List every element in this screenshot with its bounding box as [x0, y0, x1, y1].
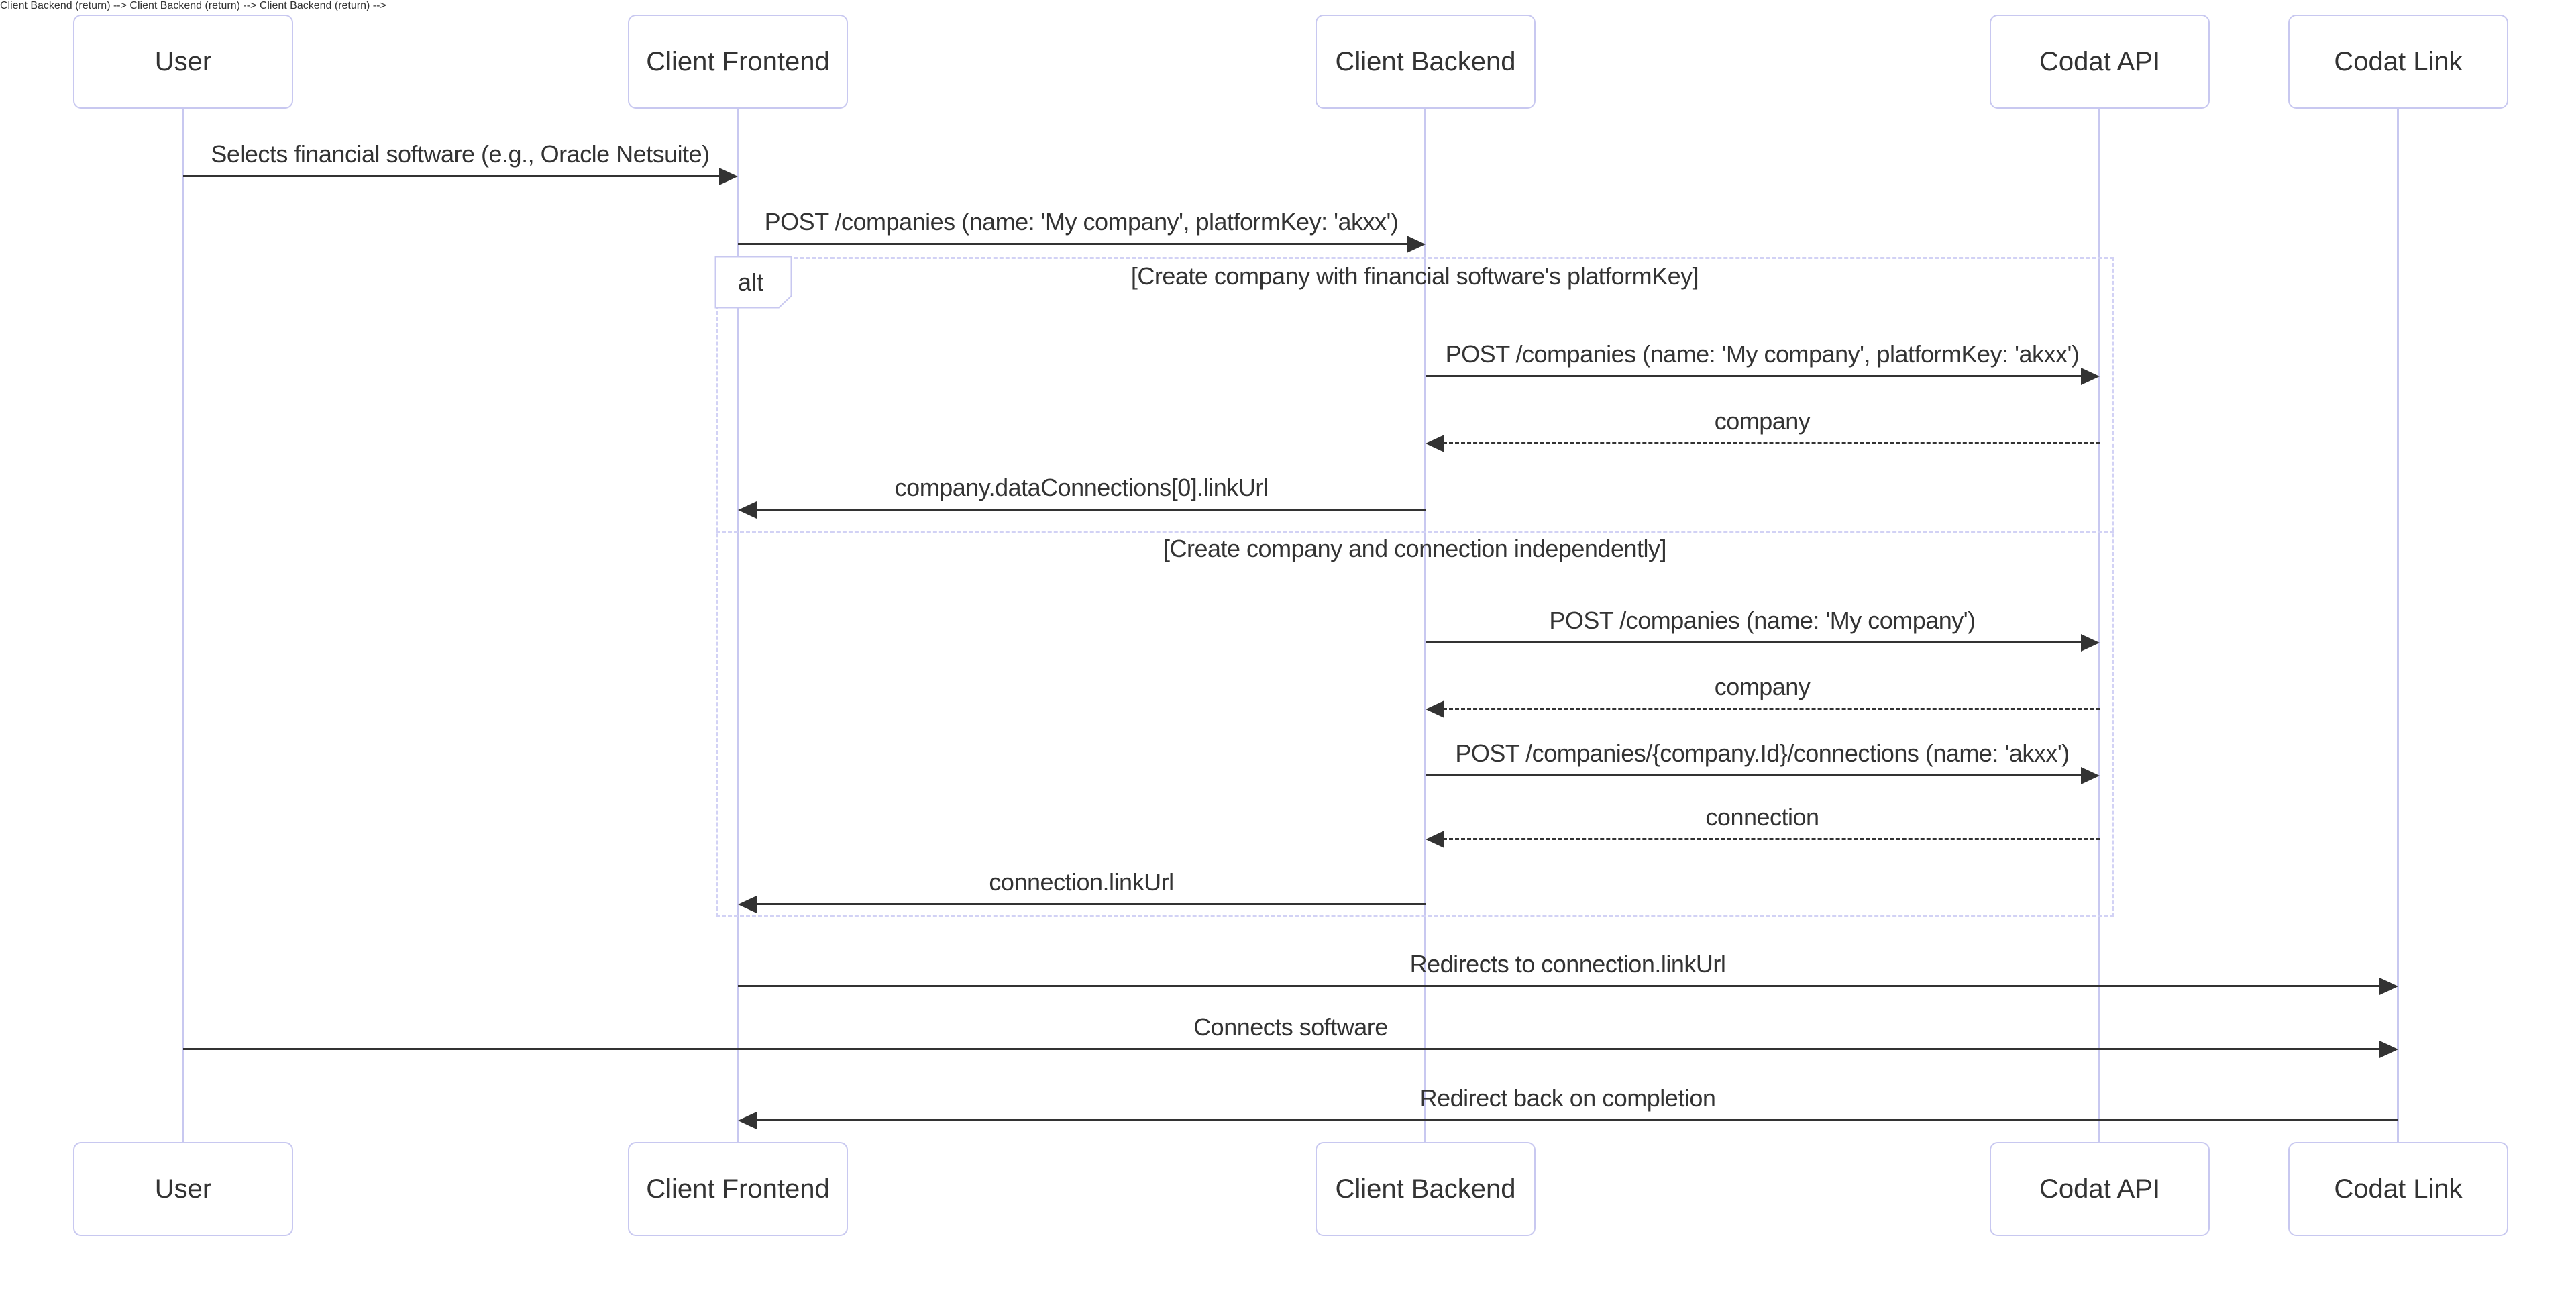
message-label: Redirect back on completion	[1419, 1084, 1716, 1112]
participant-codat-api-top: Codat API	[1990, 15, 2210, 109]
alt-condition-2: [Create company and connection independe…	[1163, 535, 1667, 562]
message-line	[755, 509, 1426, 511]
participant-label: Codat API	[2039, 46, 2161, 76]
arrowhead-icon	[2379, 978, 2398, 995]
lifeline-codat-link	[2397, 109, 2399, 1142]
alt-label-box: alt	[714, 256, 792, 309]
participant-label: Client Frontend	[646, 46, 830, 76]
participant-client-backend-top: Client Backend	[1316, 15, 1536, 109]
message-label: POST /companies (name: 'My company')	[1549, 607, 1976, 634]
message-line	[1443, 442, 2100, 444]
participant-codat-api-bottom: Codat API	[1990, 1142, 2210, 1236]
message-line	[755, 903, 1426, 905]
arrowhead-icon	[738, 1112, 757, 1129]
participant-client-backend-bottom: Client Backend	[1316, 1142, 1536, 1236]
message-label: connection.linkUrl	[989, 868, 1174, 896]
participant-user-bottom: User	[73, 1142, 293, 1236]
message-label: POST /companies (name: 'My company', pla…	[764, 208, 1399, 236]
participant-codat-link-top: Codat Link	[2288, 15, 2508, 109]
message-line	[738, 243, 1408, 245]
participant-label: User	[154, 1174, 212, 1204]
message-line	[1426, 774, 2082, 776]
alt-label: alt	[738, 268, 763, 296]
participant-user-top: User	[73, 15, 293, 109]
arrowhead-icon	[719, 168, 738, 185]
message-label: Connects software	[1193, 1013, 1388, 1041]
arrowhead-icon	[1426, 700, 1444, 718]
lifeline-user	[182, 109, 184, 1142]
message-label: POST /companies (name: 'My company', pla…	[1445, 340, 2080, 368]
message-line	[1426, 641, 2082, 643]
message-label: POST /companies/{company.Id}/connections…	[1455, 739, 2070, 767]
participant-client-frontend-bottom: Client Frontend	[628, 1142, 848, 1236]
participant-label: Codat API	[2039, 1174, 2161, 1204]
message-line	[183, 175, 720, 177]
arrowhead-icon	[2081, 368, 2100, 385]
message-line	[1443, 838, 2100, 840]
lifeline-client-backend	[1424, 109, 1426, 1142]
participant-label: User	[154, 46, 212, 76]
message-line	[183, 1048, 2381, 1050]
participant-label: Codat Link	[2334, 46, 2463, 76]
alt-condition-1: [Create company with financial software'…	[1130, 262, 1699, 290]
participant-label: Client Backend	[1335, 1174, 1516, 1204]
arrowhead-icon	[2379, 1041, 2398, 1058]
message-line	[755, 1119, 2398, 1121]
lifeline-codat-api	[2098, 109, 2100, 1142]
arrowhead-icon	[2081, 634, 2100, 652]
alt-frame	[716, 257, 2114, 917]
message-line	[738, 985, 2381, 987]
alt-divider	[716, 531, 2114, 533]
message-line	[1426, 375, 2082, 377]
message-label: connection	[1705, 803, 1819, 831]
arrowhead-icon	[738, 896, 757, 913]
arrowhead-icon	[1426, 831, 1444, 848]
participant-label: Client Backend	[1335, 46, 1516, 76]
arrowhead-icon	[738, 501, 757, 519]
message-label: Redirects to connection.linkUrl	[1409, 950, 1726, 978]
participant-label: Client Frontend	[646, 1174, 830, 1204]
arrowhead-icon	[1407, 236, 1426, 253]
message-label: company	[1714, 407, 1811, 435]
participant-client-frontend-top: Client Frontend	[628, 15, 848, 109]
arrowhead-icon	[2081, 767, 2100, 784]
lifeline-client-frontend	[737, 109, 739, 1142]
participant-codat-link-bottom: Codat Link	[2288, 1142, 2508, 1236]
message-label: Selects financial software (e.g., Oracle…	[211, 140, 710, 168]
message-label: company.dataConnections[0].linkUrl	[894, 474, 1269, 501]
participant-label: Codat Link	[2334, 1174, 2463, 1204]
arrowhead-icon	[1426, 435, 1444, 452]
message-line	[1443, 708, 2100, 710]
message-label: company	[1714, 673, 1811, 700]
